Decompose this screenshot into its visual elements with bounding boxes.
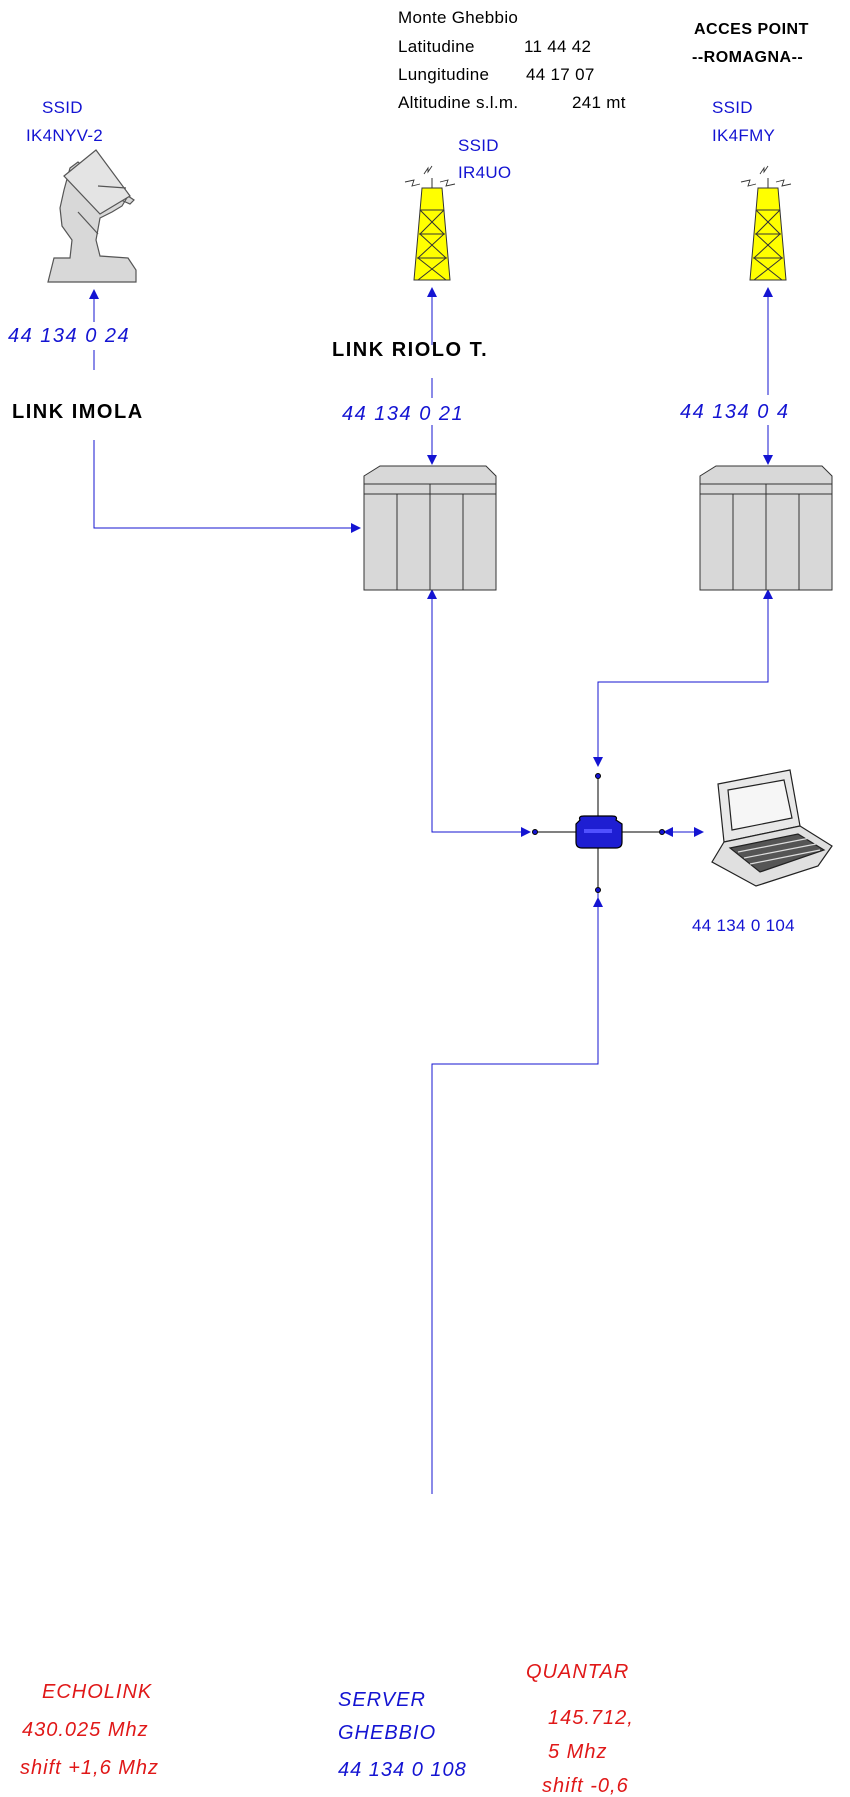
romagna-ip: 44 134 0 4 bbox=[680, 402, 790, 422]
echolink-frequency: 430.025 Mhz bbox=[22, 1720, 149, 1740]
radio-tower-icon bbox=[405, 166, 455, 280]
site-name: Monte Ghebbio bbox=[398, 9, 518, 26]
site-latitude-value: 11 44 42 bbox=[524, 38, 591, 55]
site-longitude-value: 44 17 07 bbox=[526, 66, 595, 83]
riolo-link-label: LINK RIOLO T. bbox=[332, 340, 488, 360]
site-altitude-label: Altitudine s.l.m. bbox=[398, 94, 518, 111]
site-latitude-label: Latitudine bbox=[398, 38, 475, 55]
server-name-2: GHEBBIO bbox=[338, 1723, 436, 1743]
quantar-name: QUANTAR bbox=[526, 1662, 629, 1682]
site-longitude-label: Lungitudine bbox=[398, 66, 489, 83]
imola-ssid: IK4NYV-2 bbox=[26, 127, 103, 144]
riolo-ip: 44 134 0 21 bbox=[342, 404, 464, 424]
access-point-subtitle: --ROMAGNA-- bbox=[692, 50, 803, 66]
imola-ssid-label: SSID bbox=[42, 99, 83, 116]
hub-icon bbox=[576, 816, 622, 848]
server-ip: 44 134 0 108 bbox=[338, 1760, 467, 1780]
echolink-shift: shift +1,6 Mhz bbox=[20, 1758, 159, 1778]
satellite-dish-icon bbox=[48, 150, 136, 282]
quantar-frequency-2: 5 Mhz bbox=[548, 1742, 607, 1762]
imola-link-label: LINK IMOLA bbox=[12, 402, 144, 422]
router-icon bbox=[364, 466, 496, 590]
access-point-title: ACCES POINT bbox=[694, 22, 809, 38]
quantar-shift: shift -0,6 bbox=[542, 1776, 629, 1796]
romagna-ssid: IK4FMY bbox=[712, 127, 775, 144]
imola-ip: 44 134 0 24 bbox=[8, 326, 130, 346]
site-altitude-value: 241 mt bbox=[572, 94, 626, 111]
radio-tower-icon bbox=[741, 166, 791, 280]
router-icon bbox=[700, 466, 832, 590]
quantar-frequency-1: 145.712, bbox=[548, 1708, 634, 1728]
romagna-ssid-label: SSID bbox=[712, 99, 753, 116]
riolo-ssid-label: SSID bbox=[458, 137, 499, 154]
echolink-name: ECHOLINK bbox=[42, 1682, 152, 1702]
server-name: SERVER bbox=[338, 1690, 426, 1710]
network-diagram bbox=[0, 0, 850, 1494]
laptop-icon bbox=[712, 770, 832, 886]
riolo-ssid: IR4UO bbox=[458, 164, 511, 181]
laptop-ip: 44 134 0 104 bbox=[692, 917, 795, 934]
